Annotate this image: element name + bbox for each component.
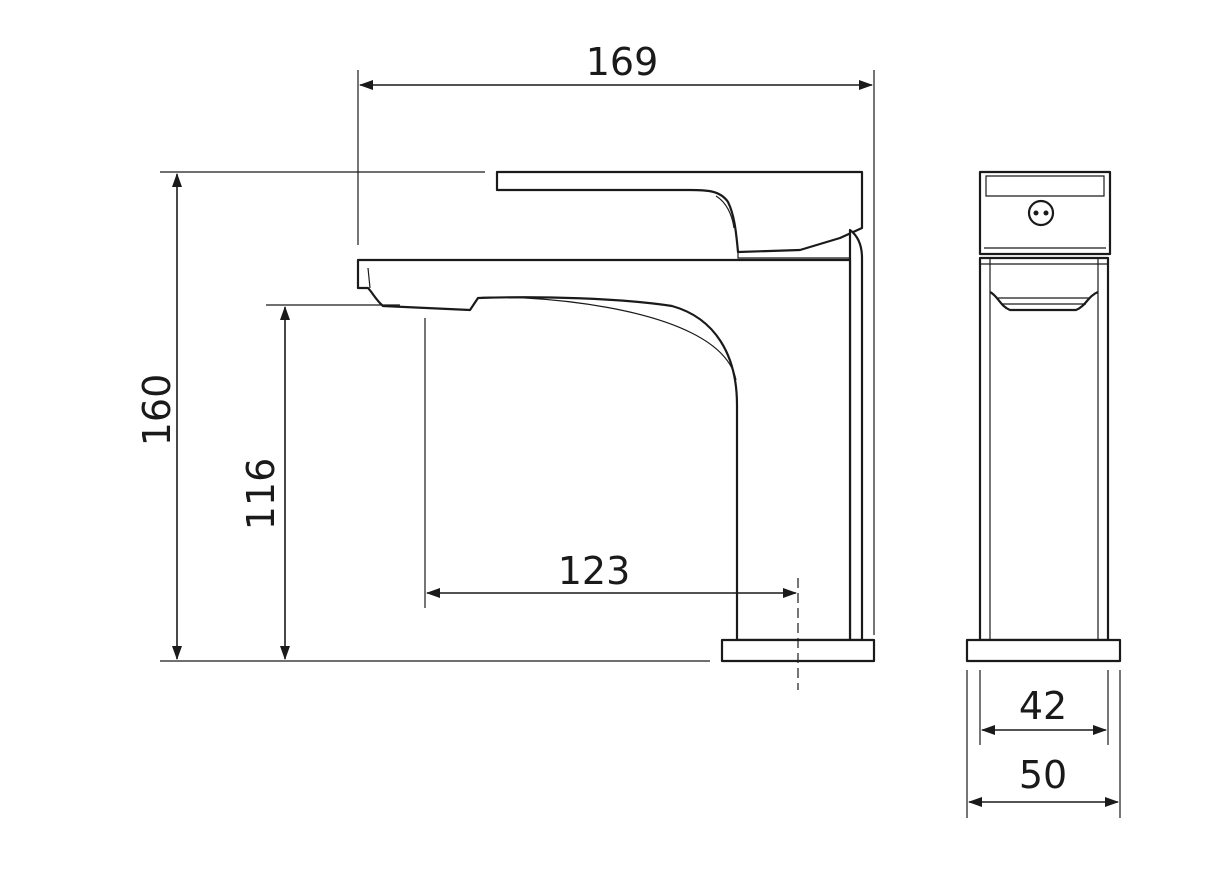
- dim-label-160: 160: [135, 374, 179, 447]
- dim-label-123: 123: [558, 549, 631, 593]
- dim-label-116: 116: [239, 458, 283, 531]
- front-body: [978, 256, 1110, 642]
- front-handle-top-face: [985, 175, 1105, 197]
- faucet-side-profile: [356, 170, 876, 690]
- dimension-spout-reach: 123: [424, 318, 797, 608]
- handle-detail: [715, 195, 735, 229]
- handle-base-line: [737, 252, 862, 259]
- temperature-indicator-icon: [1027, 199, 1055, 227]
- dimension-front-outer-width: 50: [966, 670, 1121, 818]
- dimension-overall-height: 160: [135, 171, 710, 662]
- indicator-dot-left: [1033, 210, 1039, 216]
- faucet-front-view: [965, 170, 1122, 663]
- aerator-outlet: [989, 290, 1099, 312]
- spout-tip-line: [367, 267, 371, 289]
- indicator-dot-right: [1043, 210, 1049, 216]
- dim-label-42: 42: [1019, 684, 1067, 728]
- spout-inner-curve: [477, 296, 737, 381]
- front-base-plate: [965, 638, 1122, 663]
- dim-label-169: 169: [586, 40, 659, 84]
- dim-label-50: 50: [1019, 753, 1067, 797]
- faucet-body-column: [848, 228, 864, 642]
- faucet-spout: [356, 258, 852, 642]
- dimension-front-inner-width: 42: [979, 670, 1109, 745]
- handle-lever: [495, 170, 864, 254]
- dimension-overall-width: 169: [357, 40, 875, 635]
- dimension-spout-height: 116: [239, 304, 400, 660]
